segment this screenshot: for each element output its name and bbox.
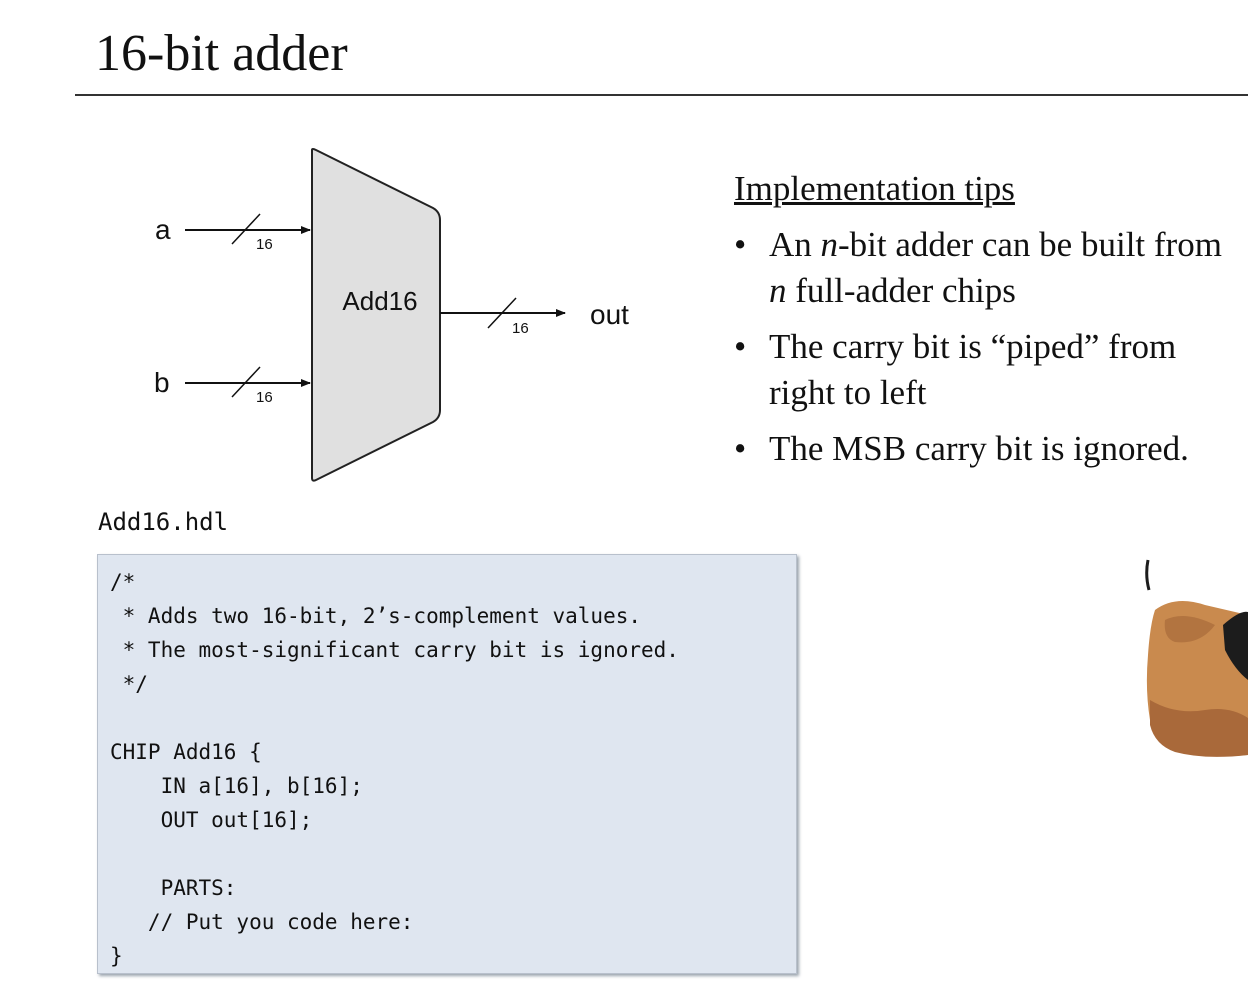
input-b-bus-slash: [231, 366, 261, 398]
input-a-width: 16: [256, 236, 273, 253]
bullet-icon: •: [734, 327, 747, 366]
code-line: CHIP Add16 {: [110, 740, 262, 764]
tip-text: The MSB carry bit is ignored.: [769, 429, 1189, 468]
code-line: /*: [110, 570, 136, 594]
tip-item: •An n-bit adder can be built from n full…: [734, 222, 1248, 314]
tip-var-n: n: [820, 225, 839, 264]
code-line: * Adds two 16-bit, 2’s-complement values…: [110, 604, 642, 628]
tip-var-n: n: [769, 271, 787, 310]
code-line: OUT out[16];: [110, 808, 313, 832]
output-label: out: [590, 299, 629, 330]
tip-text-pre: An: [769, 225, 821, 264]
code-line: PARTS:: [110, 876, 237, 900]
tip-item: • The MSB carry bit is ignored.: [734, 426, 1248, 472]
add16-chip-diagram: Add16 a 16 b 16 16 out: [140, 140, 660, 490]
code-line: // Put you code here:: [110, 910, 414, 934]
code-line: * The most-significant carry bit is igno…: [110, 638, 679, 662]
input-b-width: 16: [256, 389, 273, 406]
tip-text-mid: -bit adder can be built from: [838, 225, 1222, 264]
code-filename: Add16.hdl: [98, 508, 229, 536]
tip-text: The carry bit is “piped” from right to l…: [769, 327, 1177, 412]
input-a-label: a: [155, 214, 171, 245]
input-a-bus-slash: [231, 213, 261, 245]
output-bus-slash: [487, 297, 517, 329]
code-line: */: [110, 672, 148, 696]
bullet-icon: •: [734, 225, 747, 264]
chip-body: [311, 148, 441, 482]
slide-title: 16-bit adder: [95, 25, 348, 82]
chip-diagram-svg: Add16 a 16 b 16 16 out: [154, 148, 629, 482]
hdl-code-block: /* * Adds two 16-bit, 2’s-complement val…: [97, 554, 797, 974]
input-b-label: b: [154, 367, 170, 398]
presenter-video-inset: [1145, 550, 1248, 760]
code-line: IN a[16], b[16];: [110, 774, 363, 798]
code-line: }: [110, 944, 123, 968]
tips-list: •An n-bit adder can be built from n full…: [734, 222, 1248, 472]
bullet-icon: •: [734, 429, 747, 468]
tip-text-post: full-adder chips: [786, 271, 1016, 310]
output-width: 16: [512, 320, 529, 337]
chip-label: Add16: [342, 286, 417, 316]
title-divider: [75, 94, 1248, 96]
tips-heading: Implementation tips: [734, 169, 1015, 208]
implementation-tips: Implementation tips •An n-bit adder can …: [734, 166, 1248, 482]
code-listing: /* * Adds two 16-bit, 2’s-complement val…: [110, 565, 796, 973]
presenter-image: [1145, 559, 1248, 757]
tip-item: • The carry bit is “piped” from right to …: [734, 324, 1248, 416]
